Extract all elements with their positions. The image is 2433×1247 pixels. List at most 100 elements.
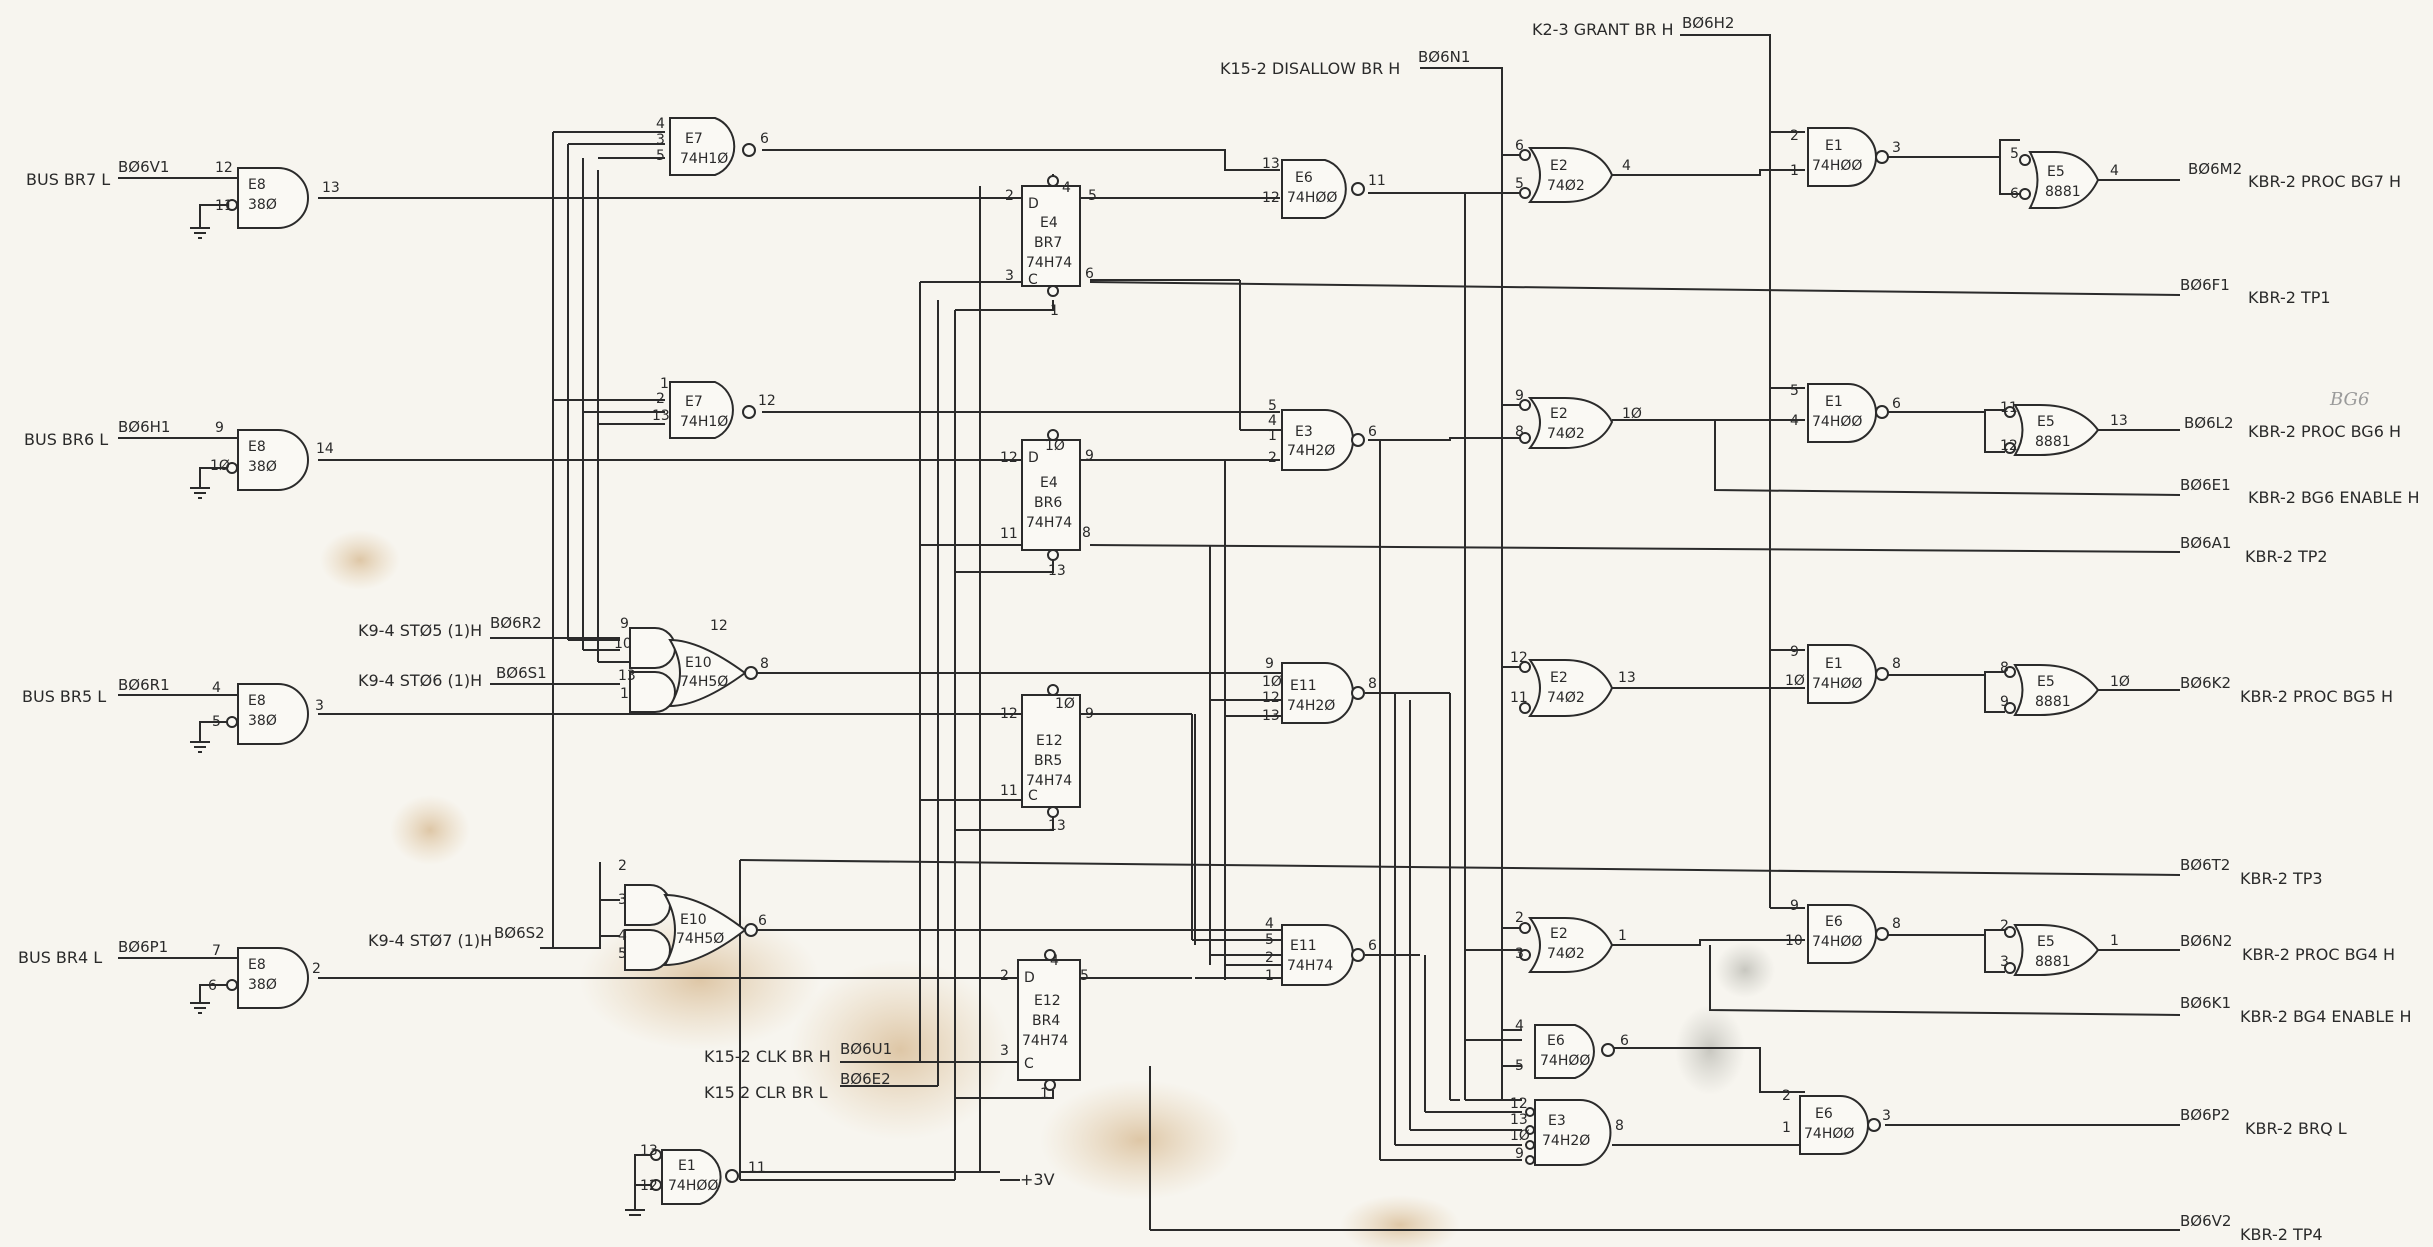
svg-text:12: 12 <box>1000 706 1018 722</box>
ff-bit: BR7 <box>1034 235 1062 251</box>
gate-e3-mid: E3 74H2Ø <box>1281 409 1365 471</box>
gate-chip: 74HØØ <box>1804 1126 1854 1142</box>
out-bg6en-label: KBR-2 BG6 ENABLE H <box>2248 488 2419 507</box>
svg-text:3: 3 <box>1882 1108 1891 1124</box>
svg-text:8: 8 <box>1615 1118 1624 1134</box>
out-bg6-pin: BØ6L2 <box>2184 414 2234 432</box>
svg-text:10: 10 <box>614 636 632 652</box>
svg-text:13: 13 <box>1048 563 1066 579</box>
svg-text:5: 5 <box>212 714 221 730</box>
svg-text:4: 4 <box>656 116 665 132</box>
st05-pin: BØ6R2 <box>490 614 542 632</box>
svg-text:13: 13 <box>1618 670 1636 686</box>
svg-text:6: 6 <box>1368 424 1377 440</box>
svg-text:6: 6 <box>760 131 769 147</box>
svg-text:13: 13 <box>640 1143 658 1159</box>
gate-chip: 74H2Ø <box>1287 443 1335 459</box>
gate-chip: 74H74 <box>1287 958 1333 974</box>
svg-text:1: 1 <box>1782 1120 1791 1136</box>
bus-br6-pin: BØ6H1 <box>118 418 170 436</box>
svg-text:5: 5 <box>656 148 665 164</box>
st05-label: K9-4 STØ5 (1)H <box>358 621 482 640</box>
out-tp4-label: KBR-2 TP4 <box>2240 1225 2323 1244</box>
gate-e11-lower: E11 74H74 <box>1281 924 1365 986</box>
gate-ref: E1 <box>678 1158 696 1174</box>
svg-text:11: 11 <box>748 1160 766 1176</box>
svg-text:6: 6 <box>1515 138 1524 154</box>
svg-text:12: 12 <box>215 160 233 176</box>
gate-e10-upper: E10 74H5Ø <box>629 627 758 713</box>
svg-text:9: 9 <box>215 420 224 436</box>
svg-text:1: 1 <box>1268 428 1277 444</box>
svg-text:4: 4 <box>1265 916 1274 932</box>
svg-text:2: 2 <box>1515 910 1524 926</box>
flipflop-e12-br4: D C E12 BR4 74H74 <box>1017 949 1081 1091</box>
out-bg4-label: KBR-2 PROC BG4 H <box>2242 945 2395 964</box>
svg-text:1: 1 <box>1790 163 1799 179</box>
gate-ref: E7 <box>685 131 703 147</box>
svg-text:5: 5 <box>1088 188 1097 204</box>
svg-text:8: 8 <box>1082 525 1091 541</box>
out-bg7-label: KBR-2 PROC BG7 H <box>2248 172 2401 191</box>
svg-text:1Ø: 1Ø <box>2110 674 2130 690</box>
svg-text:4: 4 <box>1050 953 1059 969</box>
ff-chip: 74H74 <box>1026 773 1072 789</box>
svg-text:4: 4 <box>2110 163 2119 179</box>
gate-e2-row1: E2 74Ø2 <box>1519 147 1614 203</box>
bus-br5-label: BUS BR5 L <box>22 687 106 706</box>
gate-e6-top: E6 74HØØ <box>1281 159 1365 219</box>
gate-chip: 74HØØ <box>1812 676 1862 692</box>
gate-ref: E3 <box>1295 424 1313 440</box>
svg-text:11: 11 <box>2000 400 2018 416</box>
svg-text:12: 12 <box>1262 190 1280 206</box>
svg-text:2: 2 <box>1782 1088 1791 1104</box>
gate-ref: E6 <box>1295 170 1313 186</box>
disallow-label: K15-2 DISALLOW BR H <box>1220 59 1400 78</box>
svg-text:1: 1 <box>2110 933 2119 949</box>
svg-text:1Ø: 1Ø <box>210 458 230 474</box>
gate-chip: 38Ø <box>248 197 277 213</box>
svg-text:11: 11 <box>1510 690 1528 706</box>
svg-text:4: 4 <box>212 680 221 696</box>
gate-e7-top: E7 74H1Ø <box>669 117 756 176</box>
gate-ref: E1 <box>1825 394 1843 410</box>
gate-e3-lower: E3 74H2Ø <box>1525 1099 1612 1166</box>
gate-chip: 74HØØ <box>1812 158 1862 174</box>
out-brq-pin: BØ6P2 <box>2180 1106 2230 1124</box>
svg-text:9: 9 <box>1790 898 1799 914</box>
svg-text:2: 2 <box>1265 950 1274 966</box>
gate-ref: E8 <box>248 693 266 709</box>
out-tp3-label: KBR-2 TP3 <box>2240 869 2323 888</box>
gate-chip: 8881 <box>2035 434 2071 450</box>
svg-text:9: 9 <box>1085 448 1094 464</box>
svg-text:4: 4 <box>1062 180 1071 196</box>
ff-bit: BR5 <box>1034 753 1062 769</box>
svg-text:12: 12 <box>640 1178 658 1194</box>
out-tp1-label: KBR-2 TP1 <box>2248 288 2331 307</box>
gate-ref: E8 <box>248 439 266 455</box>
svg-text:5: 5 <box>1080 968 1089 984</box>
svg-text:C: C <box>1028 272 1038 288</box>
svg-text:12: 12 <box>2000 438 2018 454</box>
svg-text:6: 6 <box>1368 938 1377 954</box>
gate-ref: E1 <box>1825 656 1843 672</box>
svg-text:5: 5 <box>1790 383 1799 399</box>
svg-text:9: 9 <box>1515 1146 1524 1162</box>
svg-text:5: 5 <box>1268 398 1277 414</box>
gate-chip: 8881 <box>2045 184 2081 200</box>
gate-e7-mid: E7 74H1Ø <box>669 381 756 439</box>
out-bg5-pin: BØ6K2 <box>2180 674 2231 692</box>
out-tp1-pin: BØ6F1 <box>2180 276 2230 294</box>
svg-text:1Ø: 1Ø <box>1622 406 1642 422</box>
gate-ref: E11 <box>1290 678 1317 694</box>
gate-chip: 38Ø <box>248 459 277 475</box>
svg-text:8: 8 <box>1368 676 1377 692</box>
out-bg6en-pin: BØ6E1 <box>2180 476 2231 494</box>
out-bg4en-pin: BØ6K1 <box>2180 994 2231 1012</box>
gate-ref: E1 <box>1825 138 1843 154</box>
gate-chip: 74Ø2 <box>1547 426 1585 442</box>
gate-e6-brq: E6 74HØØ <box>1799 1095 1881 1155</box>
svg-text:9: 9 <box>2000 694 2009 710</box>
svg-text:13: 13 <box>618 668 636 684</box>
